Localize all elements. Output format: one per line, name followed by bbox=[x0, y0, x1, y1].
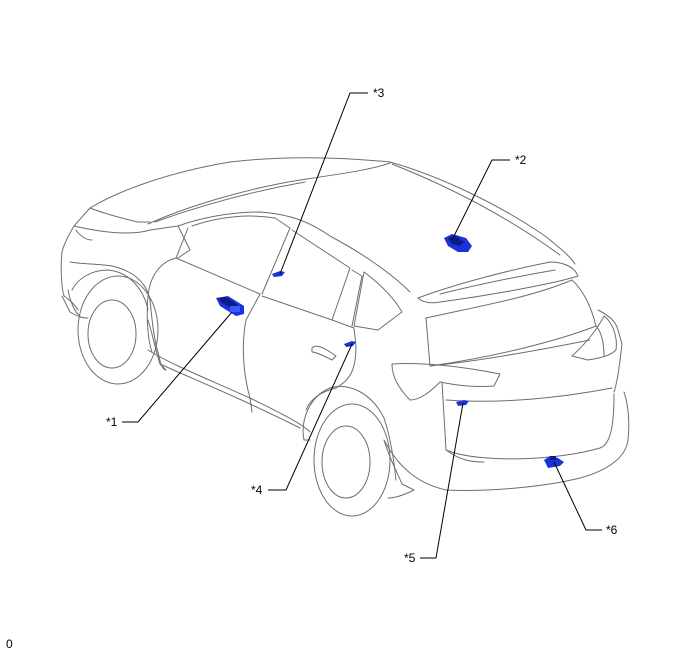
leader-line-3 bbox=[279, 92, 368, 275]
callout-label-5: *5 bbox=[404, 551, 416, 565]
callout-label-1: *1 bbox=[106, 415, 118, 429]
leader-line-6 bbox=[553, 461, 602, 531]
component-3-icon bbox=[272, 271, 285, 277]
leader-lines bbox=[122, 92, 602, 559]
callout-label-4: *4 bbox=[251, 483, 263, 497]
component-1-icon bbox=[216, 296, 244, 316]
callout-label-6: *6 bbox=[606, 523, 618, 537]
leader-line-2 bbox=[451, 159, 510, 241]
callout-labels: *1 *2 *3 *4 *5 *6 bbox=[106, 86, 618, 565]
component-4-icon bbox=[344, 341, 356, 347]
vehicle-outline bbox=[60, 157, 630, 517]
component-2-icon bbox=[444, 234, 472, 252]
leader-line-5 bbox=[420, 402, 464, 559]
callout-label-2: *2 bbox=[515, 153, 527, 167]
page-number: 0 bbox=[6, 637, 13, 651]
leader-line-1 bbox=[122, 311, 233, 423]
callout-label-3: *3 bbox=[373, 86, 385, 100]
leader-line-4 bbox=[268, 343, 353, 491]
